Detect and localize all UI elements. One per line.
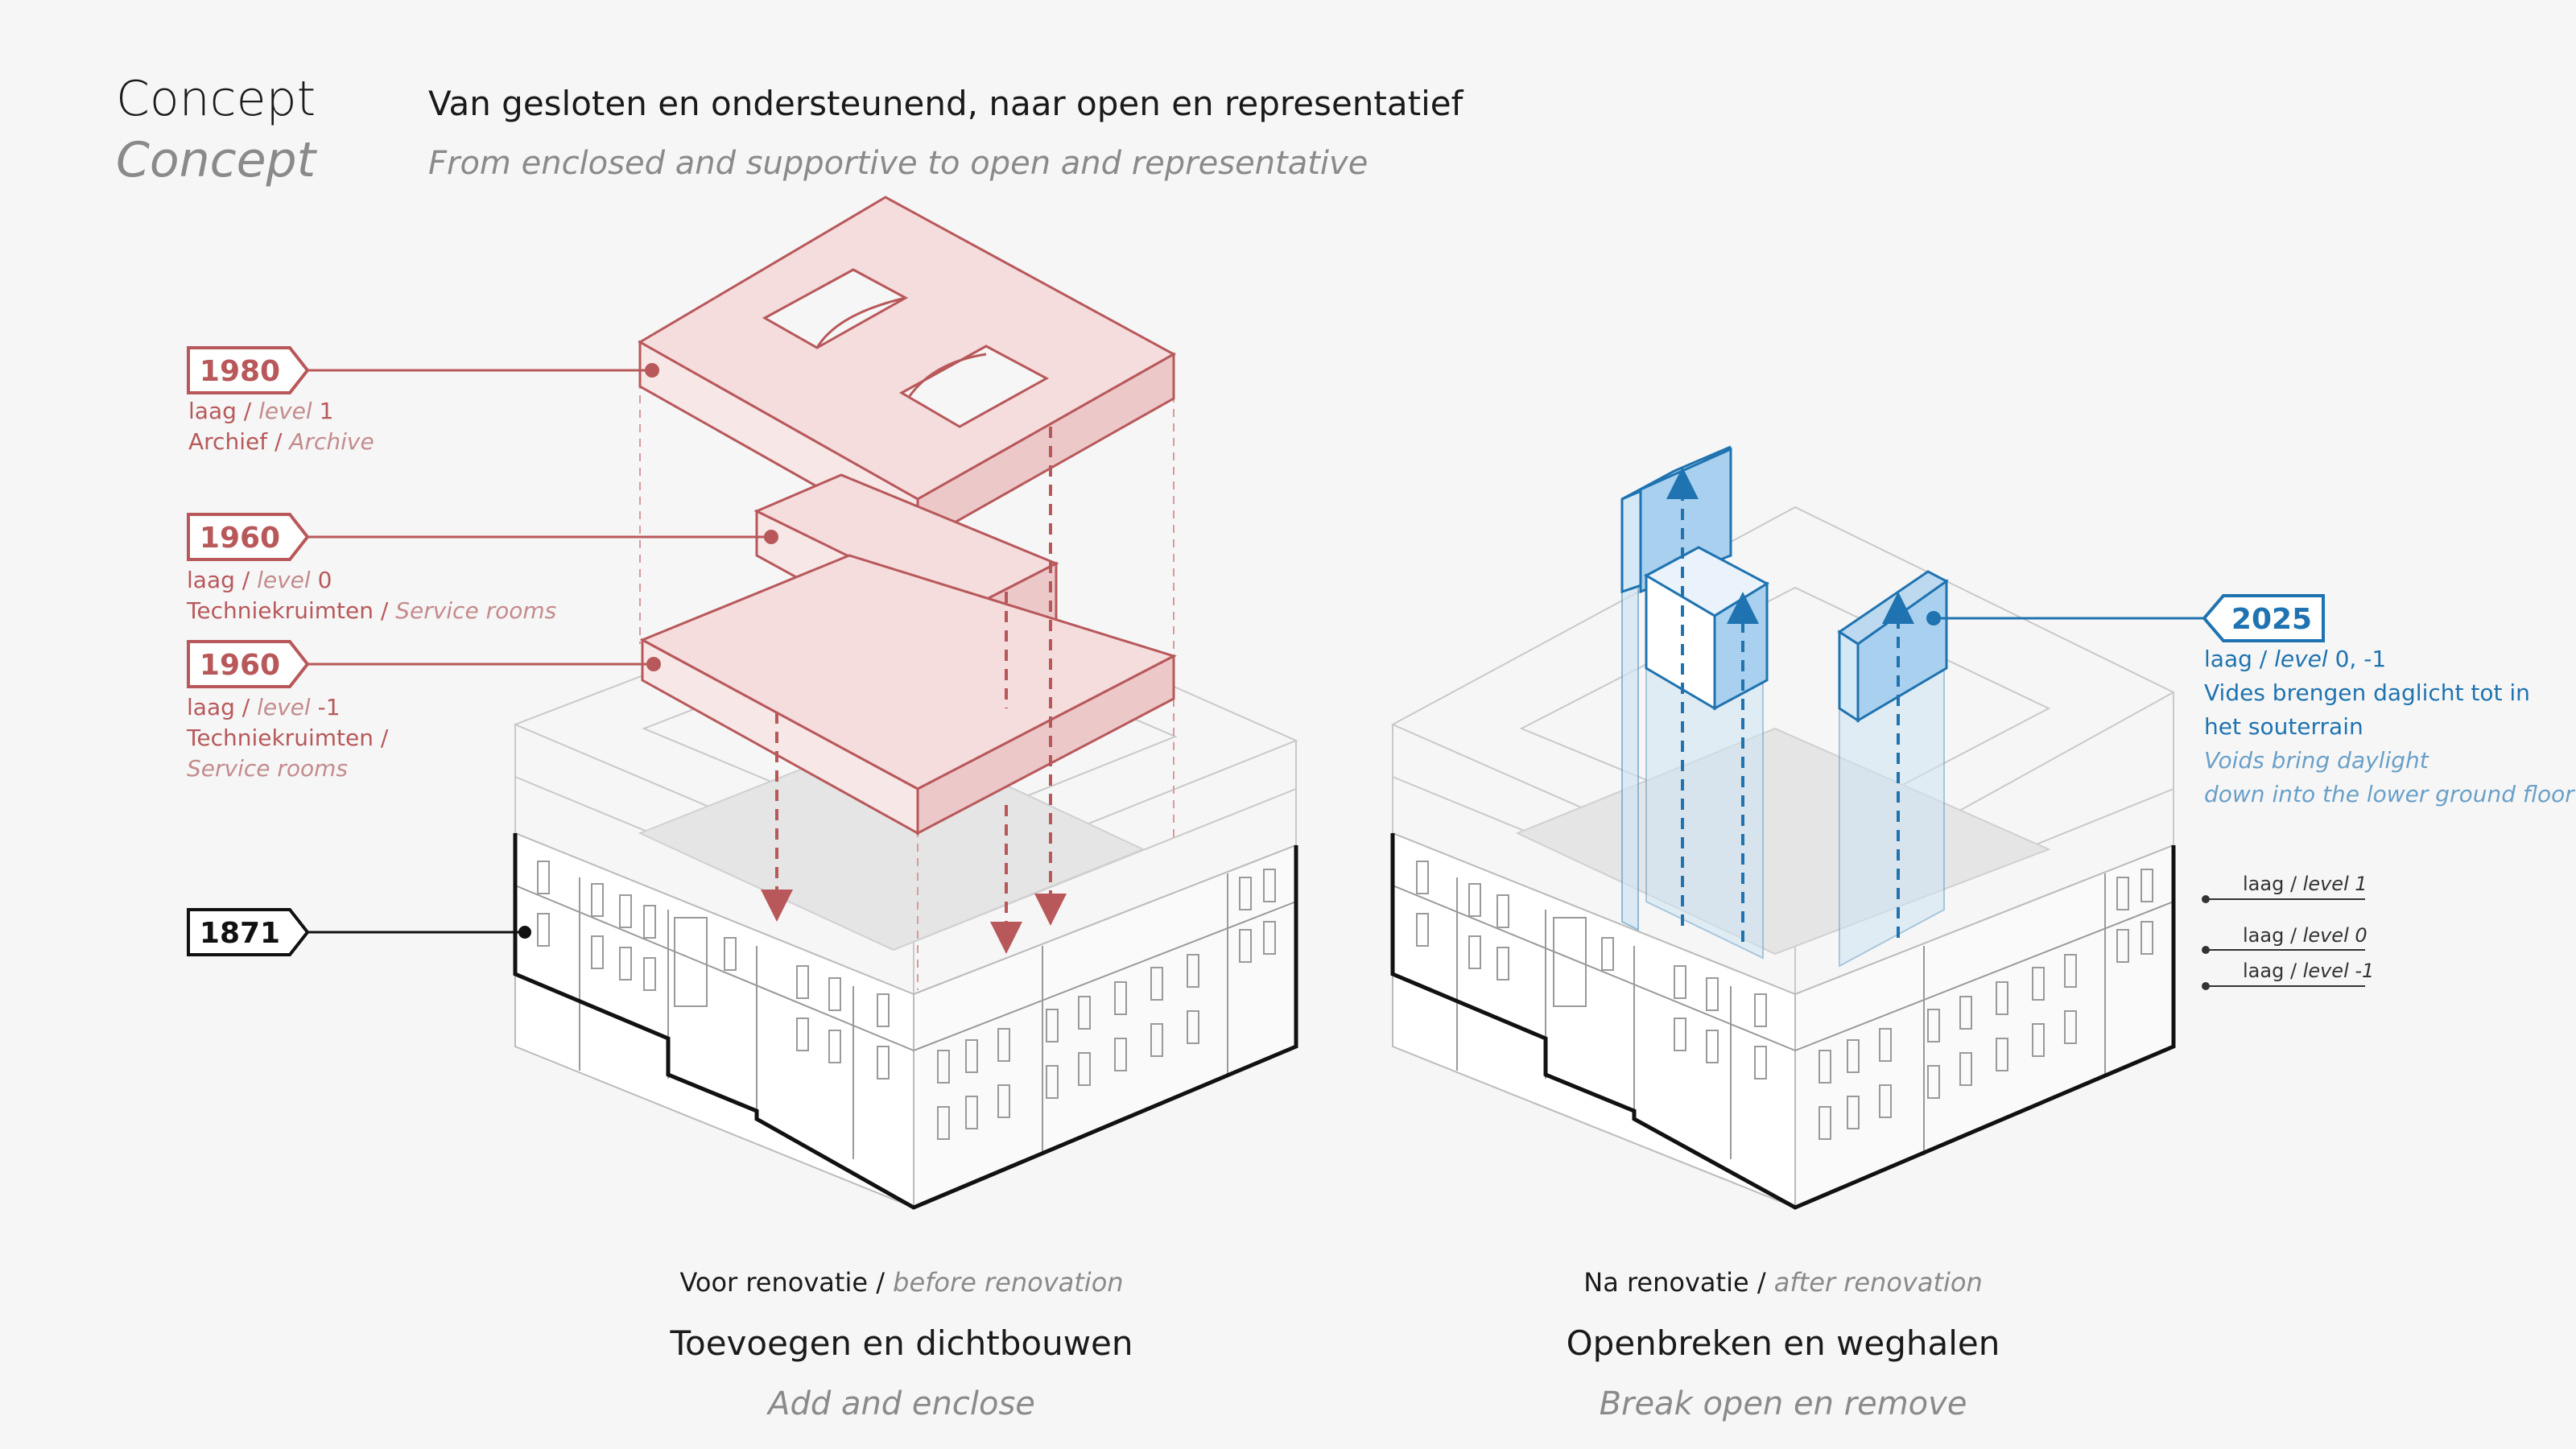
page-title-translation: Concept [116, 132, 316, 188]
building-before [306, 196, 1298, 1210]
caption-before: Voor renovatie / before renovation Toevo… [670, 1267, 1133, 1422]
tag-2025-shape [2202, 594, 2325, 642]
tag-1960-level-0: 1960 [200, 522, 280, 555]
page-subtitle-translation: From enclosed and supportive to open and… [428, 145, 1368, 182]
facade-right [1390, 832, 2176, 1210]
arrows-down-left [761, 427, 1067, 954]
level-label-minus1: laag / level -1 [2243, 960, 2375, 982]
building-after [1390, 445, 2365, 1210]
label-1960-level-0: laag / level 0 Techniekruimten / Service… [187, 567, 557, 624]
page-subtitle: Van gesloten en ondersteunend, naar open… [428, 84, 1463, 123]
tag-1960-level-minus1: 1960 [200, 649, 280, 682]
label-1960-level-minus1: laag / level -1 Techniekruimten / Servic… [187, 694, 389, 782]
slab-1960-level-minus1 [639, 554, 1177, 836]
tags-left [187, 346, 310, 956]
leaders-left [306, 369, 771, 666]
level-label-0: laag / level 0 [2243, 924, 2368, 947]
level-label-1: laag / level 1 [2243, 873, 2368, 895]
facade-left [513, 832, 1298, 1210]
level-markers [2202, 895, 2365, 990]
tag-1980: 1980 [200, 355, 280, 388]
tag-1871: 1871 [200, 917, 280, 950]
label-2025: laag / level 0, -1 Vides brengen daglich… [2204, 646, 2574, 807]
page-title: Concept [116, 71, 316, 127]
tag-2025: 2025 [2231, 603, 2312, 636]
arrows-up-right [1666, 467, 1914, 942]
caption-after: Na renovatie / after renovation Openbrek… [1566, 1267, 2000, 1422]
label-1980: laag / level 1 Archief / Archive [188, 398, 374, 455]
